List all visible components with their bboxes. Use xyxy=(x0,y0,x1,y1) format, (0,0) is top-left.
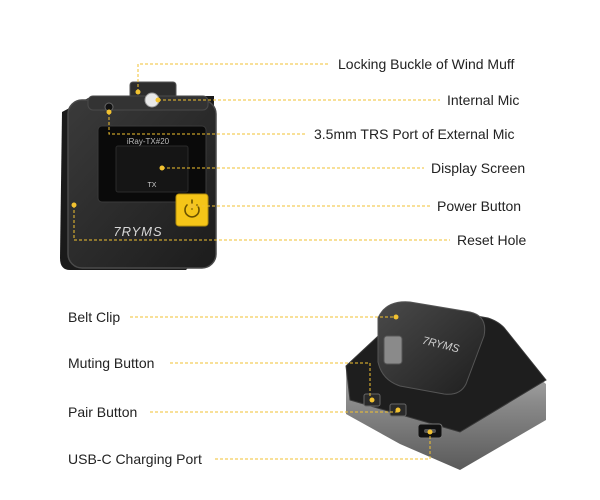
label-pair-button: Pair Button xyxy=(68,404,138,420)
leader-trs-port xyxy=(108,112,306,135)
dot-muting-button xyxy=(369,397,375,403)
dot-belt-clip xyxy=(393,314,399,320)
dot-power-button xyxy=(189,203,195,209)
label-power-button: Power Button xyxy=(437,198,522,214)
screen-bottom-text: TX xyxy=(148,182,157,189)
label-trs-port: 3.5mm TRS Port of External Mic xyxy=(314,126,515,142)
display-screen-inner xyxy=(115,145,189,193)
device-front xyxy=(60,81,217,270)
label-belt-clip: Belt Clip xyxy=(68,309,121,325)
dot-pair-button xyxy=(395,407,401,413)
leader-lines-bottom xyxy=(130,316,431,460)
device-back xyxy=(345,301,547,470)
label-display-screen: Display Screen xyxy=(431,160,526,176)
dot-reset-hole xyxy=(71,202,77,208)
brand-logo-front: 7RYMS xyxy=(113,224,162,239)
dot-locking-buckle xyxy=(135,89,141,95)
belt-clip xyxy=(377,301,486,395)
leader-locking-buckle xyxy=(137,63,330,92)
screen-top-text: iRay-TX#20 xyxy=(127,137,170,146)
leader-lines-top xyxy=(73,63,450,241)
label-usb-c-port: USB-C Charging Port xyxy=(68,451,202,467)
label-muting-button: Muting Button xyxy=(68,355,155,371)
leader-muting-button xyxy=(170,362,371,398)
label-internal-mic: Internal Mic xyxy=(447,92,520,108)
clip-hinge xyxy=(383,335,403,365)
leader-reset-hole xyxy=(73,205,450,241)
power-button xyxy=(175,193,209,227)
label-locking-buckle: Locking Buckle of Wind Muff xyxy=(338,56,515,72)
label-reset-hole: Reset Hole xyxy=(457,232,527,248)
leader-dots-bottom xyxy=(369,314,433,435)
dot-internal-mic xyxy=(155,97,161,103)
dot-display-screen xyxy=(159,165,165,171)
leader-dots-top xyxy=(71,89,195,209)
dot-trs-port xyxy=(106,109,112,115)
dot-usb-c-port xyxy=(427,429,433,435)
